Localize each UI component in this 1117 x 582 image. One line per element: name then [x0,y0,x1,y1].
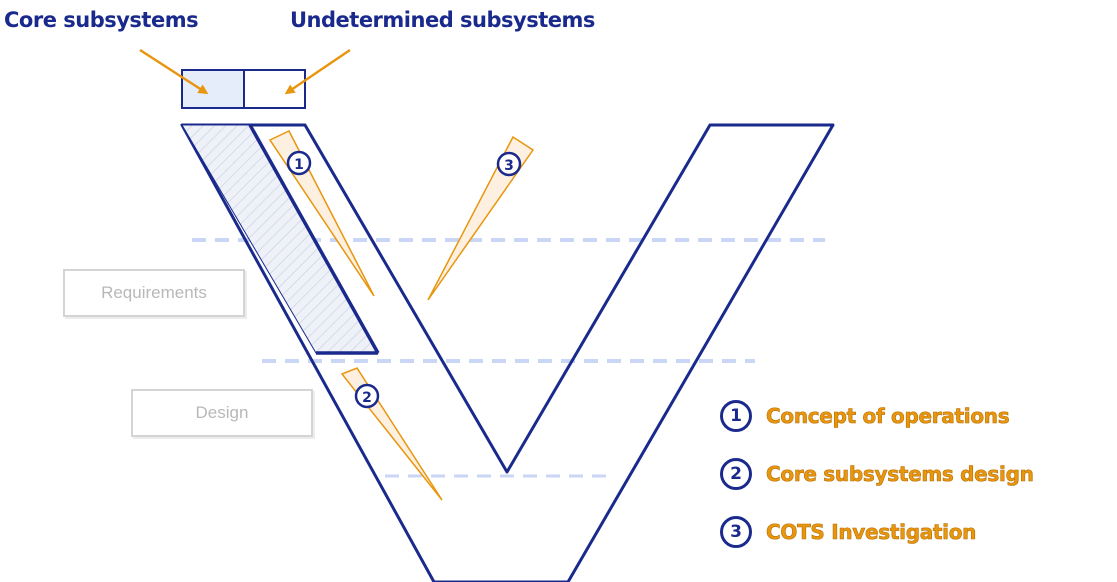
legend-number-2: 2 [720,458,752,490]
legend-item-concept-of-operations: 1 Concept of operations [720,400,1010,432]
legend-item-cots-investigation: 3 COTS Investigation [720,516,977,548]
cots-investigation-spike [427,135,535,301]
marker-1-text: 1 [294,157,304,173]
legend-label-1: Concept of operations [766,404,1010,429]
marker-2-text: 2 [362,390,372,406]
core-subsystems-region [181,124,379,354]
legend-label-2: Core subsystems design [766,462,1034,487]
requirements-phase-box: Requirements [63,269,245,317]
legend-number-1: 1 [720,400,752,432]
undetermined-subsystems-box [243,69,306,109]
core-region-divider [248,124,380,354]
design-phase-box: Design [131,389,313,437]
marker-3-text: 3 [504,158,514,174]
marker-2: 2 [354,383,380,409]
undetermined-label-arrow [284,48,351,95]
core-subsystems-box [181,69,245,109]
legend-item-core-subsystems-design: 2 Core subsystems design [720,458,1034,490]
core-label-arrow [139,48,209,95]
v-shape-outline [180,123,835,582]
legend-label-3: COTS Investigation [766,520,977,545]
legend-number-3: 3 [720,516,752,548]
marker-1: 1 [286,150,312,176]
marker-3: 3 [496,151,522,177]
core-subsystems-label: Core subsystems [4,8,199,32]
core-subsystems-design-spike [340,367,443,501]
undetermined-subsystems-label: Undetermined subsystems [290,8,595,32]
